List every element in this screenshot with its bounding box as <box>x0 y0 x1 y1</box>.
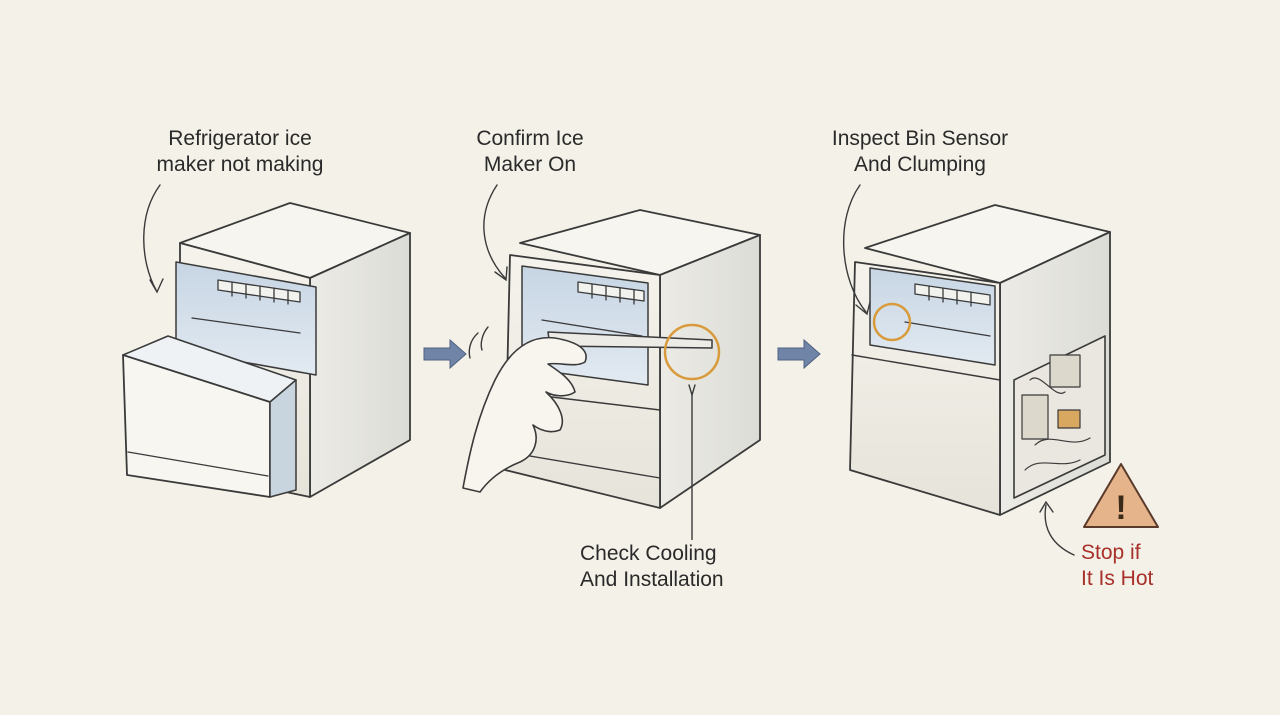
callout-arrows <box>143 184 1075 556</box>
warning-exclamation: ! <box>1115 489 1126 527</box>
step-1-label: Refrigerator ice maker not making <box>120 126 360 178</box>
hot-warning-line-1: Stop if <box>1081 541 1141 564</box>
hot-warning-label: Stop if It Is Hot <box>1081 540 1201 592</box>
hot-warning-line-2: It Is Hot <box>1081 567 1154 590</box>
step-3-label-line-1: Inspect Bin Sensor <box>831 127 1009 150</box>
warning-triangle-icon: ! <box>1083 463 1159 528</box>
step-arrow-2 <box>777 338 821 370</box>
cooling-check-ring <box>663 323 721 381</box>
appliance-1-drawer-side <box>269 379 297 498</box>
ice-maker-appliance-2 <box>462 209 761 509</box>
ice-maker-appliance-3 <box>849 204 1111 516</box>
appliance-1-side <box>309 232 411 498</box>
step-3-label-line-2: And Clumping <box>854 153 986 176</box>
electrical-components <box>1021 354 1091 471</box>
appliance-1-ice-tray <box>191 279 301 334</box>
step-2-label-line-1: Confirm Ice <box>476 127 584 150</box>
cooling-callout-line-1: Check Cooling <box>580 542 717 565</box>
appliance-2-ice-tray <box>541 281 645 337</box>
hand-illustration <box>462 336 587 493</box>
appliance-3-ice-tray <box>904 283 991 337</box>
bin-sensor-ring <box>872 302 912 342</box>
step-1-label-line-1: Refrigerator ice <box>168 127 312 150</box>
step-2-label: Confirm Ice Maker On <box>440 126 620 178</box>
step-2-label-line-2: Maker On <box>483 153 577 176</box>
ice-maker-appliance-1 <box>122 202 411 498</box>
step-1-label-line-2: maker not making <box>156 153 324 176</box>
cooling-callout-label: Check Cooling And Installation <box>580 541 760 593</box>
step-arrow-1 <box>423 338 467 370</box>
cooling-callout-line-2: And Installation <box>580 568 724 591</box>
step-3-label: Inspect Bin Sensor And Clumping <box>800 126 1040 178</box>
